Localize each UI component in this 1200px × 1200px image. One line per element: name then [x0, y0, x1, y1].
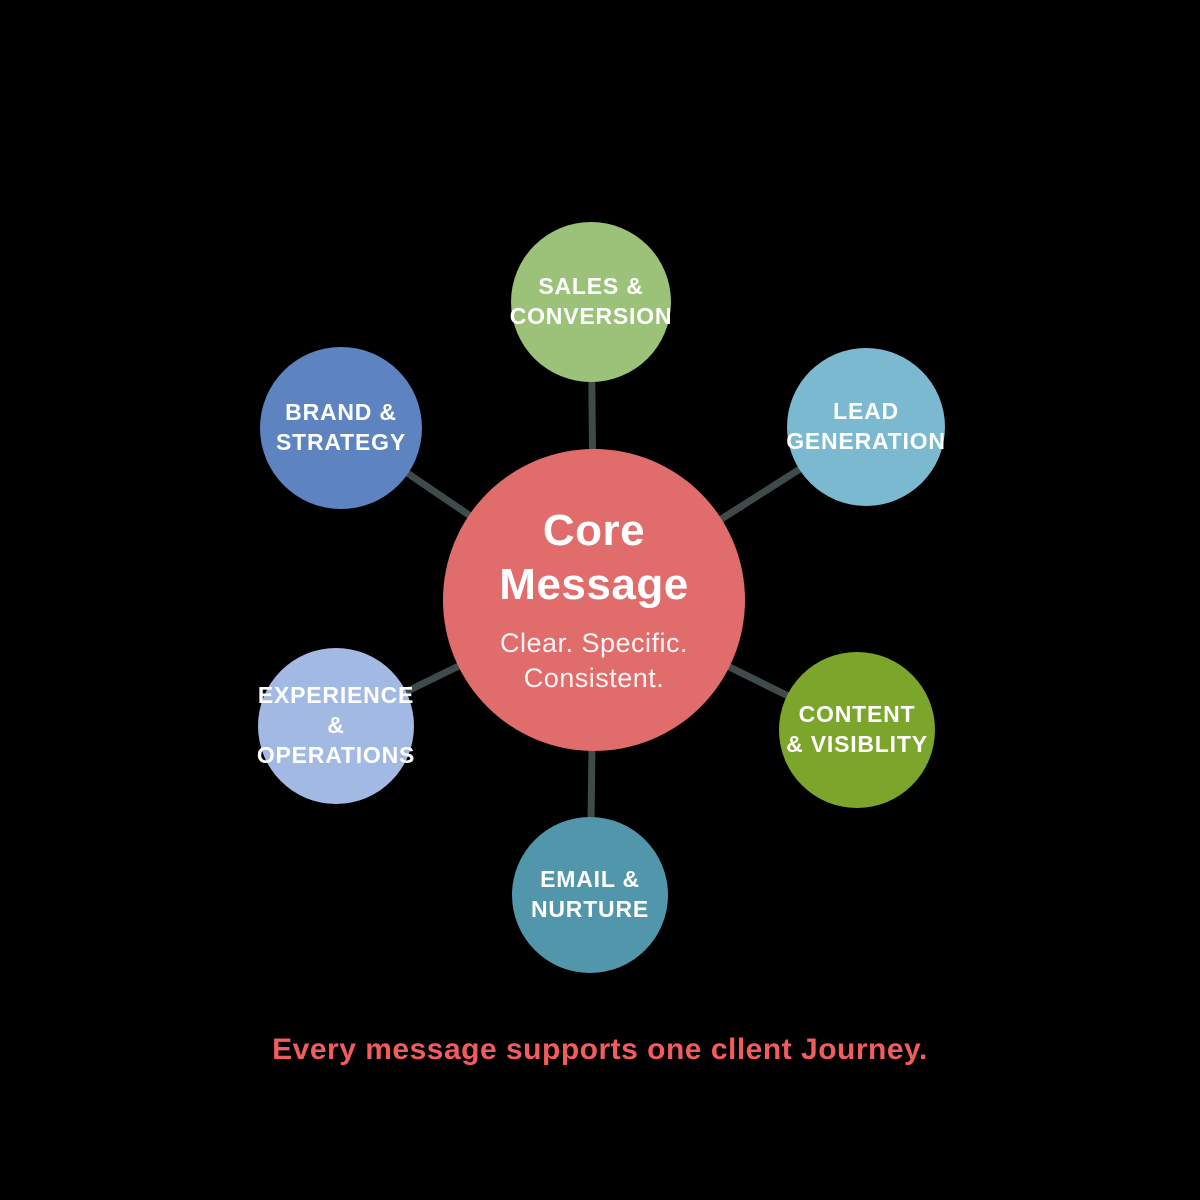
node-sales-conversion-label: SALES & CONVERSION: [509, 273, 673, 329]
node-email-nurture: EMAIL & NURTURE: [512, 817, 668, 973]
node-content-visiblity: CONTENT & VISIBLITY: [779, 652, 935, 808]
node-sales-conversion: SALES & CONVERSION: [509, 222, 673, 382]
node-experience-operations-label: EXPERIENCE & OPERATIONS: [256, 682, 416, 768]
node-email-nurture-label: EMAIL & NURTURE: [530, 866, 650, 922]
caption-text: Every message supports one cllent Journe…: [272, 1033, 928, 1066]
node-content-visiblity-label: CONTENT & VISIBLITY: [786, 701, 928, 757]
node-experience-operations: EXPERIENCE & OPERATIONS: [256, 648, 416, 804]
node-lead-generation-label: LEAD GENERATION: [786, 398, 946, 454]
hub-subtitle: Clear. Specific. Consistent.: [499, 627, 689, 693]
hub-circle-core-message: Core Message Clear. Specific. Consistent…: [443, 449, 745, 751]
hub-title: Core Message: [499, 506, 689, 609]
node-brand-strategy-label: BRAND & STRATEGY: [276, 399, 406, 455]
node-brand-strategy: BRAND & STRATEGY: [260, 347, 422, 509]
node-lead-generation: LEAD GENERATION: [786, 348, 946, 506]
